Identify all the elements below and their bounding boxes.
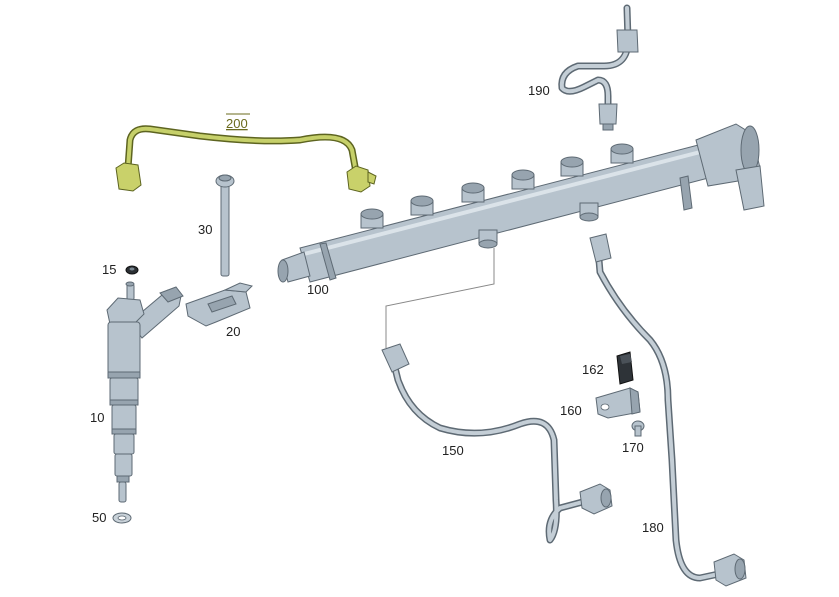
label-170: 170 [622, 440, 644, 455]
label-162: 162 [582, 362, 604, 377]
part-10-injector[interactable] [106, 281, 184, 503]
label-180: 180 [642, 520, 664, 535]
part-100-fuel-rail[interactable] [277, 123, 765, 283]
label-190: 190 [528, 83, 550, 98]
part-162-grommet[interactable] [616, 351, 634, 385]
part-170-bolt[interactable] [631, 420, 645, 437]
part-180-pipe[interactable] [589, 233, 747, 587]
label-200: 200 [226, 116, 248, 131]
part-30-bolt[interactable] [215, 174, 235, 277]
label-150: 150 [442, 443, 464, 458]
label-10: 10 [90, 410, 104, 425]
rail-top-ports [360, 143, 634, 229]
part-200-injector-line[interactable] [115, 125, 377, 193]
label-100: 100 [307, 282, 329, 297]
label-15: 15 [102, 262, 116, 277]
label-20: 20 [226, 324, 240, 339]
label-160: 160 [560, 403, 582, 418]
label-30: 30 [198, 222, 212, 237]
part-200-nut-right [346, 165, 371, 193]
part-20-clamp[interactable] [185, 282, 253, 327]
part-50-washer[interactable] [112, 512, 132, 524]
part-160-bracket[interactable] [595, 387, 641, 419]
leader-line-150 [385, 248, 495, 348]
label-50: 50 [92, 510, 106, 525]
part-190-pipe[interactable] [558, 4, 639, 131]
part-15-seal-ring[interactable] [125, 265, 139, 275]
part-150-pipe[interactable] [381, 343, 613, 544]
part-200-nut-left [115, 162, 142, 192]
